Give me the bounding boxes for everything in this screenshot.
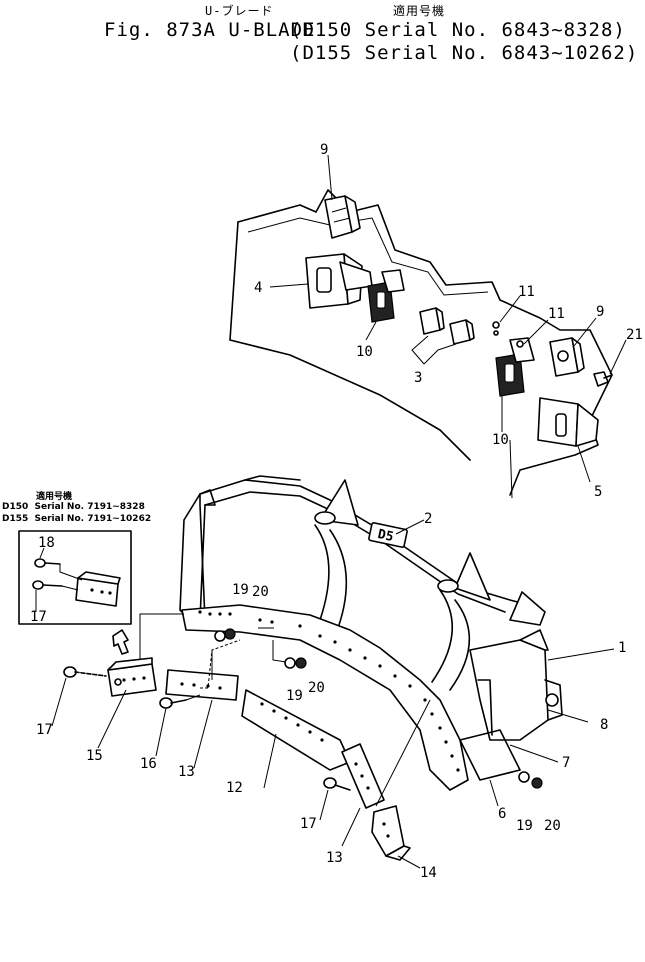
callout-16: 16 [140, 756, 157, 772]
callout-9-right: 9 [596, 304, 604, 320]
callout-14: 14 [420, 865, 437, 881]
assembly-lines [139, 613, 431, 807]
callout-9-top: 9 [320, 142, 328, 158]
part-4-bracket [305, 253, 373, 309]
part-5-bracket [537, 397, 599, 447]
serial-line-2: (D155 Serial No. 6843~10262) [290, 42, 639, 64]
part-9-upper [324, 195, 361, 239]
leader-lines [35, 154, 627, 869]
models-jp-label: 適用号機 [393, 4, 446, 18]
part-17-bolt-left [63, 666, 107, 678]
main-blade: D5 [179, 475, 563, 791]
part-21-bolt [593, 371, 613, 387]
callout-1: 1 [618, 640, 626, 656]
part-11-pieces [492, 321, 500, 336]
callouts: 9 4 10 3 11 11 9 21 10 5 2 1 8 7 6 19 20… [30, 142, 643, 881]
callout-2: 2 [424, 511, 432, 527]
callout-7: 7 [562, 755, 570, 771]
part-15-end-bit [107, 657, 157, 697]
callout-18-inset: 18 [38, 535, 55, 551]
washers-19-20 [214, 628, 543, 789]
callout-21: 21 [626, 327, 643, 343]
part-14-end-bit [371, 805, 411, 861]
callout-5: 5 [594, 484, 602, 500]
callout-4: 4 [254, 280, 262, 296]
part-17-bolt-lower [323, 777, 351, 791]
inset-row-2: D155 Serial No. 7191~10262 [2, 514, 152, 524]
part-3-pads [419, 307, 475, 345]
callout-8: 8 [600, 717, 608, 733]
part-13-upper-plate [165, 669, 239, 701]
inset-row-1: D150 Serial No. 7191~8328 [2, 502, 145, 512]
callout-15: 15 [86, 748, 103, 764]
callout-3: 3 [414, 370, 422, 386]
callout-20-mid: 20 [308, 680, 325, 696]
callout-12: 12 [226, 780, 243, 796]
callout-10-left: 10 [356, 344, 373, 360]
figure-title: Fig. 873A U-BLADE [104, 19, 316, 41]
callout-11-right: 11 [548, 306, 565, 322]
blade-bolt-holes [198, 610, 460, 772]
callout-17-left: 17 [36, 722, 53, 738]
callout-10-right: 10 [492, 432, 509, 448]
callout-11-top: 11 [518, 284, 535, 300]
callout-17-inset: 17 [30, 609, 47, 625]
callout-13-lower: 13 [326, 850, 343, 866]
inset-box [18, 530, 132, 625]
serial-line-1: (D150 Serial No. 6843~8328) [290, 19, 626, 41]
part-10-right [495, 337, 535, 397]
callout-20-top: 20 [252, 584, 269, 600]
part-12-cutting-edge [241, 689, 351, 771]
part-10-left [367, 269, 405, 323]
callout-19-mid: 19 [286, 688, 303, 704]
part-9-right [549, 337, 585, 377]
blade-stamp: D5 [376, 527, 394, 545]
part-16-bolt [159, 697, 187, 709]
callout-13-upper: 13 [178, 764, 195, 780]
inset-models-jp: 適用号機 [36, 492, 73, 502]
part-13-lower-plate [341, 743, 385, 809]
callout-19-top: 19 [232, 582, 249, 598]
title-jp: U-ブレード [205, 4, 274, 18]
callout-6: 6 [498, 806, 506, 822]
callout-19-right: 19 [516, 818, 533, 834]
callout-20-right: 20 [544, 818, 561, 834]
direction-arrow [112, 629, 129, 655]
callout-17-lower: 17 [300, 816, 317, 832]
